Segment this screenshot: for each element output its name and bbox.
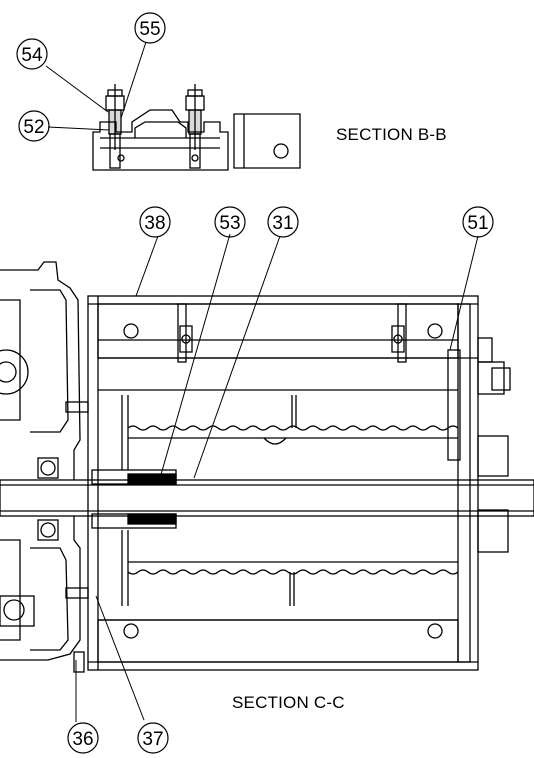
balloon-36: 36 xyxy=(67,722,99,754)
balloon-38-label: 38 xyxy=(144,213,165,234)
leader-lines xyxy=(45,41,479,722)
balloon-38: 38 xyxy=(139,206,171,238)
section-b-view xyxy=(92,84,301,171)
balloon-53-label: 53 xyxy=(219,213,240,234)
balloon-51: 51 xyxy=(462,206,494,238)
balloon-37: 37 xyxy=(137,722,169,754)
section-b-title: SECTION B-B xyxy=(336,125,447,144)
section-c-view xyxy=(0,261,534,673)
balloon-51-label: 51 xyxy=(467,213,488,234)
balloon-53: 53 xyxy=(214,206,246,238)
balloon-54: 54 xyxy=(16,38,48,70)
balloon-52: 52 xyxy=(18,110,50,142)
balloon-36-label: 36 xyxy=(72,729,93,750)
balloon-37-label: 37 xyxy=(142,729,163,750)
balloon-52-label: 52 xyxy=(23,117,44,138)
section-c-title: SECTION C-C xyxy=(232,693,345,712)
balloon-54-label: 54 xyxy=(21,45,43,66)
balloon-55-label: 55 xyxy=(139,19,160,40)
balloon-31: 31 xyxy=(267,206,299,238)
balloon-55: 55 xyxy=(134,12,166,44)
balloon-31-label: 31 xyxy=(272,213,293,234)
